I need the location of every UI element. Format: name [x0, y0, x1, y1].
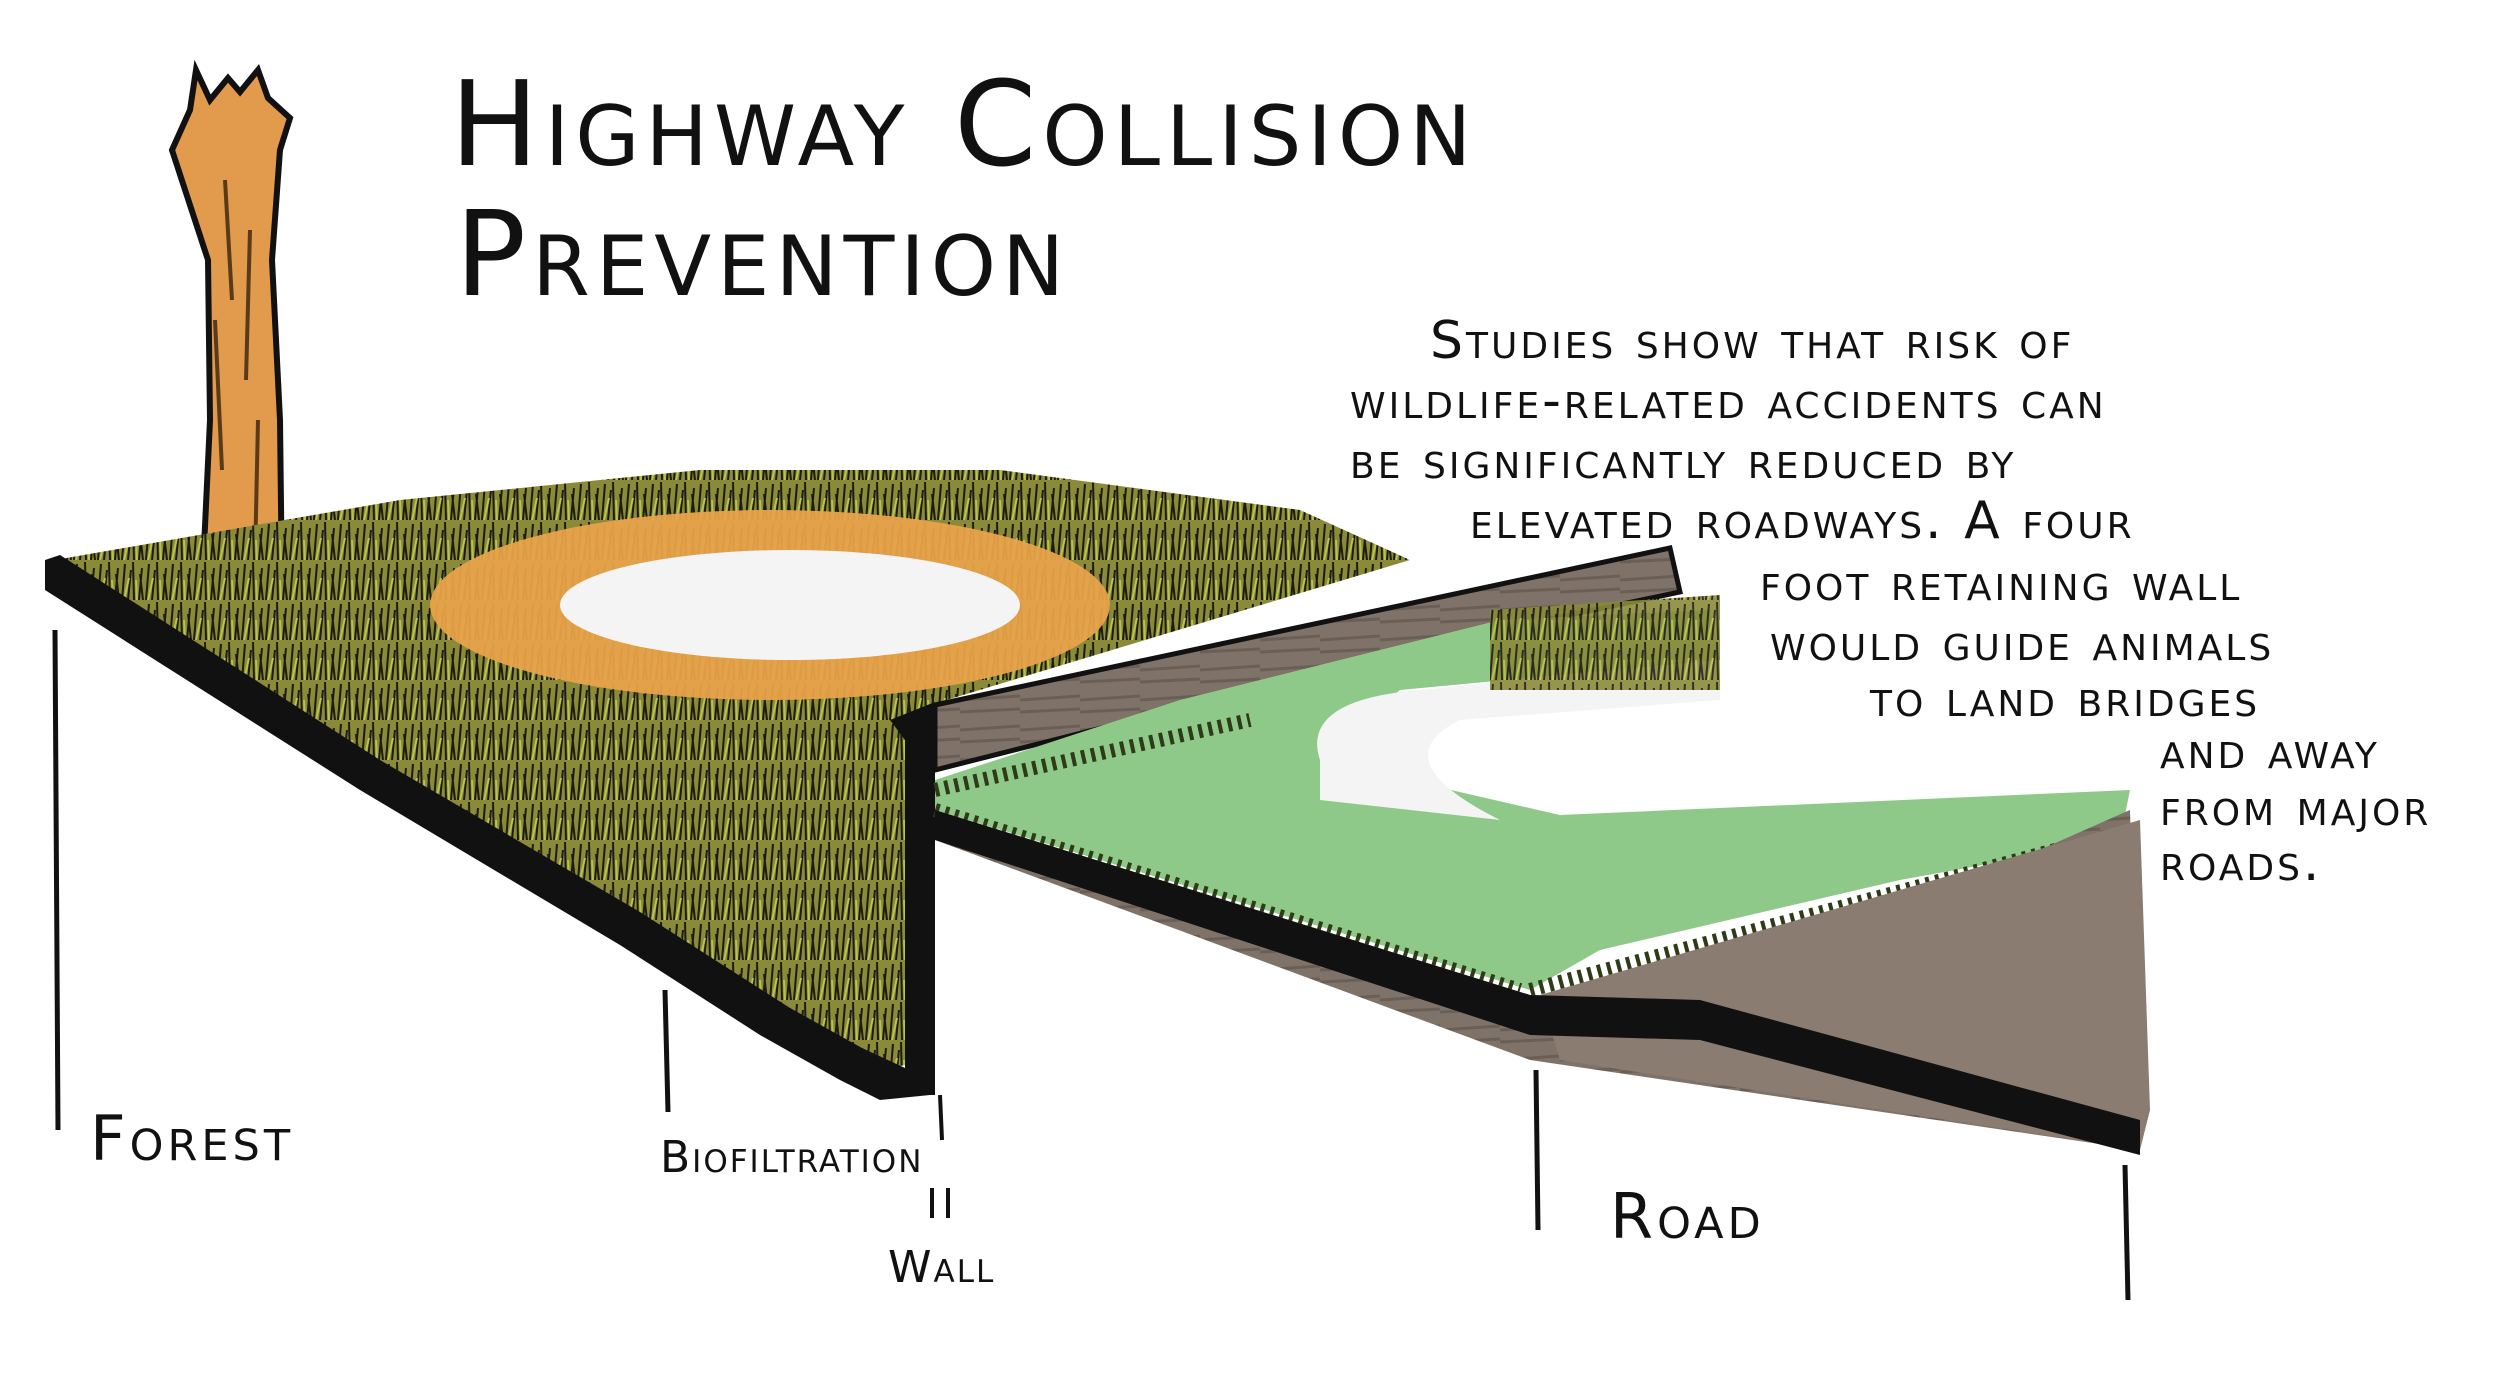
- tree-illustration: [168, 59, 294, 593]
- forest-embankment: [45, 470, 1410, 1100]
- retaining-wall: [890, 702, 935, 1095]
- land-bridge-swale: [932, 595, 2132, 997]
- note-line-2: wildlife-related accidents can: [1350, 371, 2107, 431]
- zone-dividers: [52, 629, 2131, 1301]
- explanatory-note: Studies show that risk of wildlife-relat…: [1350, 311, 2431, 893]
- note-line-5: foot retaining wall: [1760, 553, 2242, 613]
- note-line-6: would guide animals: [1770, 613, 2274, 673]
- zone-label-forest: Forest: [90, 1102, 294, 1175]
- note-line-9: from major: [2160, 778, 2431, 838]
- title-line-2: Prevention: [455, 185, 1070, 323]
- note-line-10: roads.: [2160, 833, 2322, 893]
- zone-label-wall: Wall: [888, 1242, 995, 1293]
- title-line-1: Highway Collision: [450, 55, 1477, 193]
- note-line-4: elevated roadways. A four: [1470, 491, 2135, 551]
- zone-label-road: Road: [1610, 1180, 1765, 1253]
- zone-label-biofiltration: Biofiltration: [660, 1132, 923, 1183]
- note-line-7: to land bridges: [1869, 669, 2260, 729]
- note-line-3: be significantly reduced by: [1350, 431, 2016, 491]
- note-line-8: and away: [2160, 721, 2380, 781]
- note-line-1: Studies show that risk of: [1430, 311, 2074, 371]
- road-embankment: [935, 810, 2150, 1155]
